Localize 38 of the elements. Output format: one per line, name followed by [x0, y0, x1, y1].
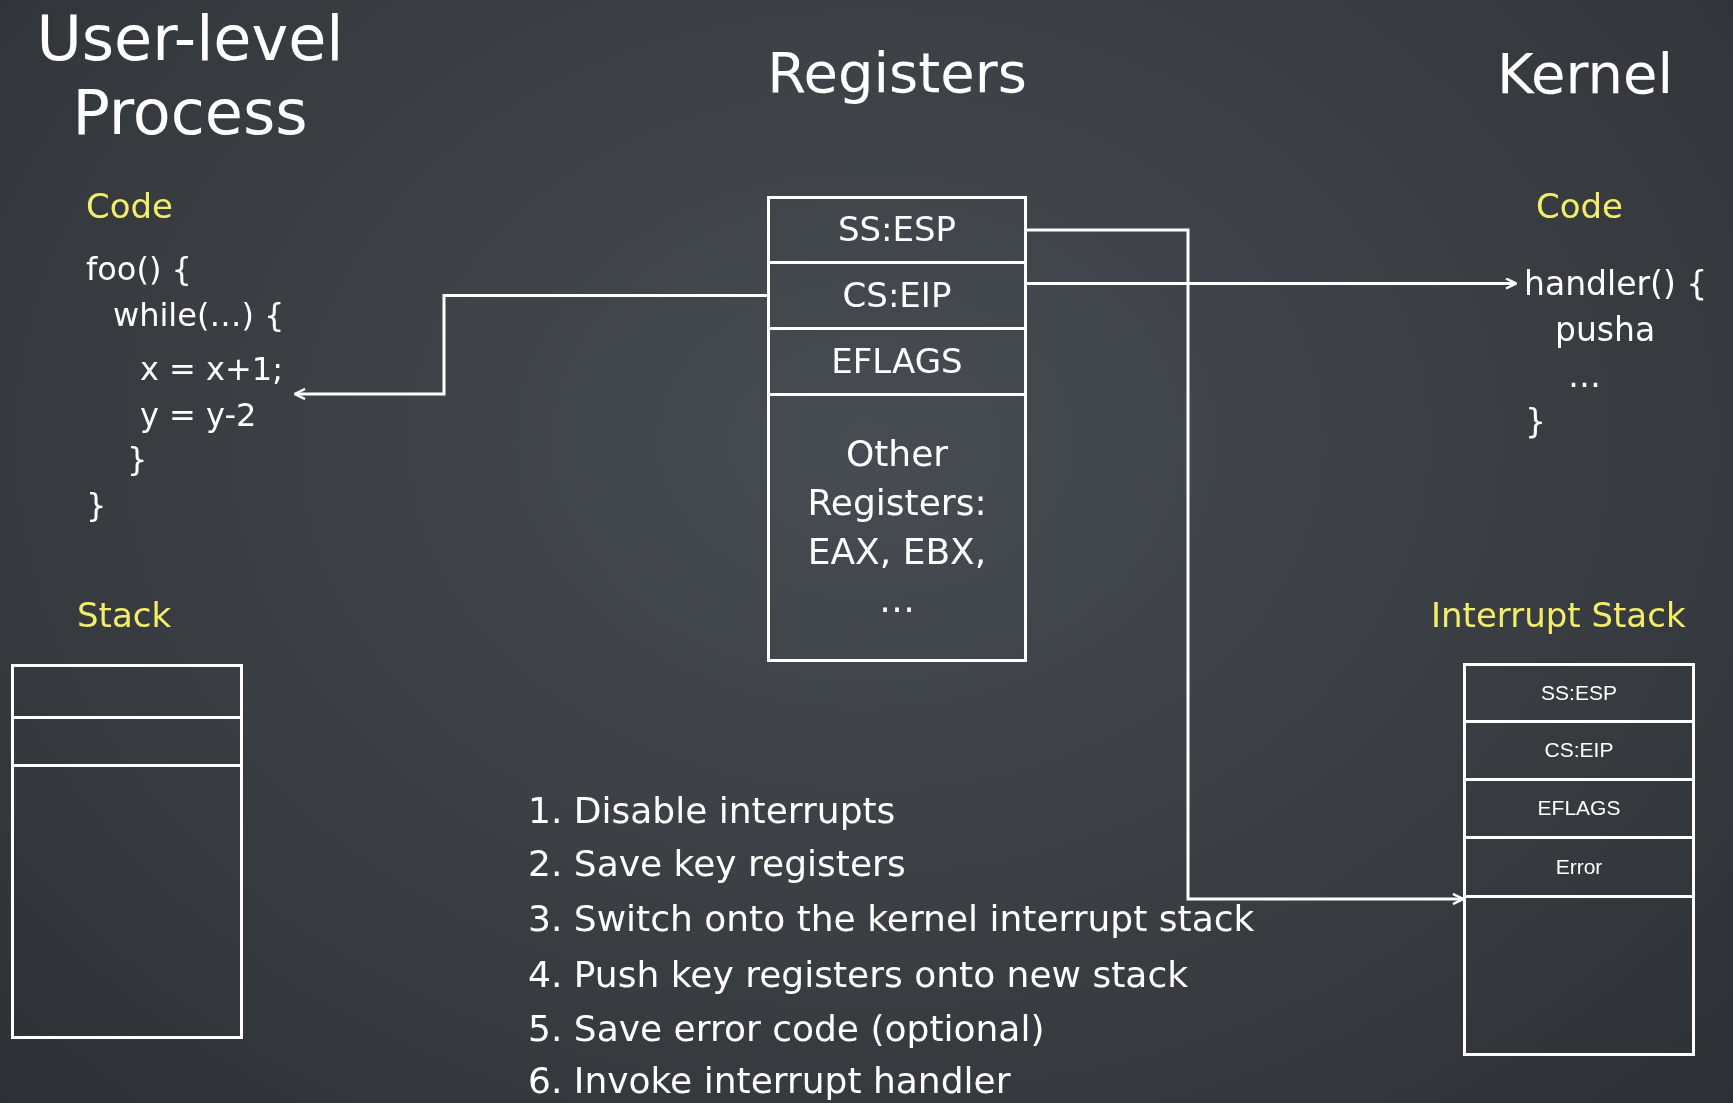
register-cell: EFLAGS: [767, 327, 1027, 396]
code-line: }: [86, 486, 107, 524]
stack-slot: [11, 716, 243, 767]
stack-heading: Interrupt Stack: [1431, 595, 1686, 635]
code-line: while(…) {: [113, 296, 285, 334]
code-line: foo() {: [86, 250, 192, 288]
arrow: [1027, 277, 1518, 290]
stack-cell: Error: [1463, 836, 1695, 898]
stack-cell: EFLAGS: [1463, 778, 1695, 839]
column-heading: User-level Process: [35, 2, 345, 151]
section-heading: Code: [86, 186, 174, 226]
list-item: 4. Push key registers onto new stack: [528, 954, 1189, 995]
list-item: 1. Disable interrupts: [528, 790, 896, 831]
list-item: 5. Save error code (optional): [528, 1008, 1045, 1049]
code-line: …: [1568, 356, 1601, 395]
register-cell: CS:EIP: [767, 261, 1027, 330]
code-line: y = y-2: [140, 396, 257, 434]
code-line: }: [1525, 402, 1546, 441]
stack-heading: Stack: [77, 595, 172, 635]
list-item: 3. Switch onto the kernel interrupt stack: [528, 898, 1255, 939]
stack-slot: [11, 664, 243, 719]
stack-slot: [1463, 895, 1695, 1056]
code-line: handler() {: [1524, 264, 1708, 303]
list-item: 2. Save key registers: [528, 843, 906, 884]
column-heading: Registers: [766, 40, 1028, 105]
stack-slot: [11, 764, 243, 1039]
stack-cell: SS:ESP: [1463, 663, 1695, 723]
arrow: [1027, 228, 1465, 906]
arrow: [293, 294, 767, 401]
list-item: 6. Invoke interrupt handler: [528, 1060, 1011, 1101]
stack-cell: CS:EIP: [1463, 720, 1695, 781]
column-heading: Kernel: [1496, 40, 1674, 108]
code-line: pusha: [1555, 310, 1656, 349]
code-line: x = x+1;: [140, 350, 283, 388]
register-cell: SS:ESP: [767, 196, 1027, 264]
section-heading: Code: [1536, 186, 1624, 226]
register-cell: Other Registers: EAX, EBX, …: [767, 393, 1027, 662]
code-line: }: [127, 440, 148, 478]
